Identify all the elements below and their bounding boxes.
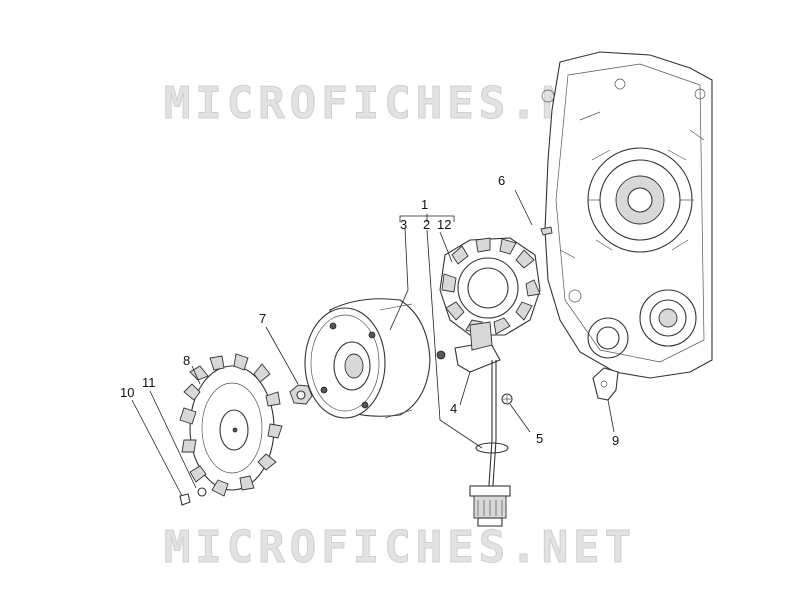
callout-2: 2 (423, 217, 431, 232)
wiring-harness (469, 360, 511, 527)
pickup-sensor-4 (436, 321, 501, 373)
callout-6: 6 (498, 173, 506, 188)
callout-1: 1 (421, 197, 429, 212)
stator-12 (439, 237, 541, 336)
callout-12: 12 (437, 217, 452, 232)
crankcase (541, 51, 713, 379)
flywheel-rotor-3 (304, 298, 431, 419)
nut-7 (289, 384, 313, 405)
screw-10 (179, 493, 191, 506)
callout-11: 11 (142, 375, 156, 390)
callout-8: 8 (183, 353, 191, 368)
callout-4: 4 (450, 401, 458, 416)
bracket-9 (592, 367, 619, 401)
screw-5 (501, 393, 513, 405)
cooling-fan-8 (179, 353, 283, 497)
callout-10: 10 (120, 385, 135, 400)
callout-3: 3 (400, 217, 408, 232)
callout-5: 5 (536, 431, 544, 446)
callout-9: 9 (612, 433, 620, 448)
leader-lines (131, 189, 615, 497)
woodruff-key-6 (540, 226, 553, 236)
washer-11 (197, 487, 207, 497)
callout-7: 7 (259, 311, 267, 326)
